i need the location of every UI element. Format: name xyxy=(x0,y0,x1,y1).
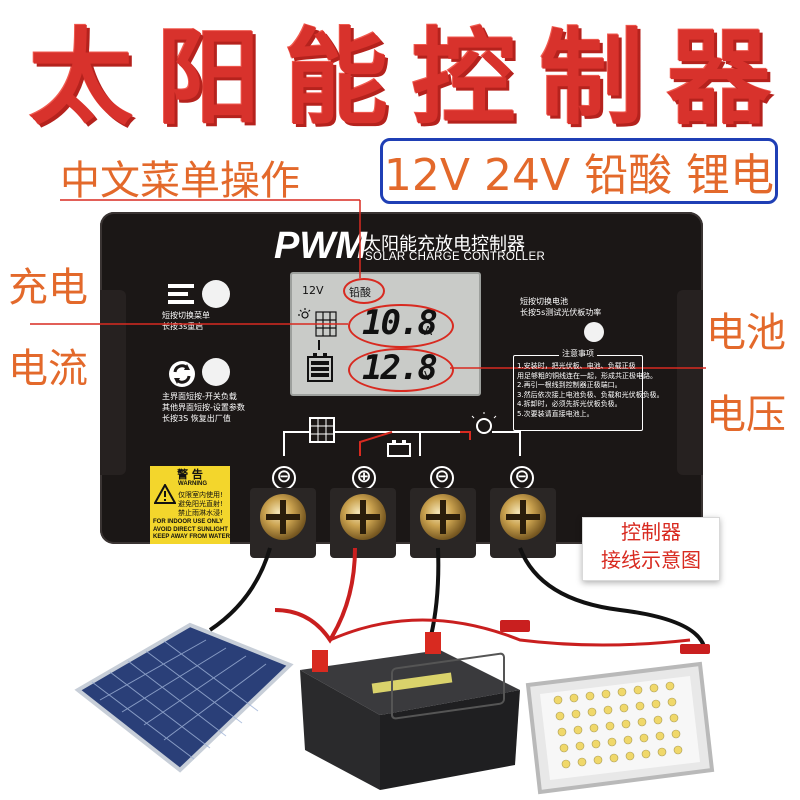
warning-lines-cn: 仅限室内使用! 避免阳光直射! 禁止雨淋水浸! xyxy=(178,491,223,517)
headline-char-6: 器 xyxy=(666,17,771,139)
controller-title-cn: 太阳能充放电控制器 xyxy=(363,234,525,255)
right-ear xyxy=(677,290,703,475)
battery-label-line1: 电池 xyxy=(706,310,786,356)
menu-button[interactable] xyxy=(202,280,230,308)
warning-title-en: WARNING xyxy=(178,481,207,487)
menu-lines-icon xyxy=(168,282,198,310)
alligator-clip-red-2 xyxy=(680,644,710,654)
solar-panel xyxy=(74,622,294,773)
version-text: 12V 24V 铅酸 锂电 xyxy=(383,150,775,201)
wire-battery-negative xyxy=(428,547,441,641)
lcd-arrow xyxy=(318,340,320,350)
warning-lines-en: FOR INDOOR USE ONLY AVOID DIRECT SUNLIGH… xyxy=(153,519,230,540)
headline-char-5: 制 xyxy=(539,17,644,139)
wire-load-positive xyxy=(329,618,691,647)
solar-panel-icon xyxy=(309,417,335,443)
voltage-highlight xyxy=(348,348,454,392)
notes-title: 注意事项 xyxy=(559,348,597,359)
load-button-hint: 主界面短按-开关负载 其他界面短按-设置参数 长按3S 恢复出厂值 xyxy=(162,392,245,423)
charging-label-line2: 电流 xyxy=(8,346,88,392)
lcd-battery-icon xyxy=(306,352,334,386)
left-ear xyxy=(100,290,126,475)
battery-button[interactable] xyxy=(584,322,604,342)
battery-type-highlight xyxy=(343,278,385,304)
terminal-screw-1[interactable] xyxy=(260,494,306,540)
battery xyxy=(300,632,520,790)
headline-char-3: 能 xyxy=(284,17,389,139)
headline-char-2: 阳 xyxy=(156,17,261,139)
notes-list: 1.安装时，把光伏板、电池、负载正极 用足够粗的铜线连在一起，形成共正极电路。 … xyxy=(517,362,664,418)
headline: 太 阳 能 控 制 器 xyxy=(20,18,780,138)
wire-load-negative xyxy=(518,547,707,651)
controller-title-en: SOLAR CHARGE CONTROLLER xyxy=(365,251,546,263)
battery-label-line2: 电压 xyxy=(706,392,786,438)
menu-button-hint: 短按切换菜单 长按3s重启 xyxy=(162,311,210,331)
terminal-screw-2[interactable] xyxy=(340,494,386,540)
version-box: 12V 24V 铅酸 锂电 xyxy=(380,138,778,204)
current-highlight xyxy=(348,304,454,348)
menu-operation-label: 中文菜单操作 xyxy=(60,158,300,204)
panel-wiring-diagram xyxy=(283,412,521,457)
load-button[interactable] xyxy=(202,358,230,386)
alligator-clip-red xyxy=(500,620,530,632)
pwm-brand: PWM xyxy=(274,225,367,267)
terminal-screw-3[interactable] xyxy=(420,494,466,540)
warning-title: 警 告 xyxy=(150,466,230,482)
headline-char-1: 太 xyxy=(28,17,133,139)
terminal-screw-4[interactable] xyxy=(500,494,546,540)
battery-icon xyxy=(387,440,411,457)
light-bulb-icon xyxy=(471,412,497,434)
refresh-icon xyxy=(168,360,196,392)
battery-button-hint: 短按切换电池 长按5s测试光伏板功率 xyxy=(520,297,602,317)
lcd-system-voltage: 12V xyxy=(302,284,324,297)
wire-solar-negative xyxy=(208,547,272,632)
warning-triangle-icon xyxy=(153,482,177,508)
headline-char-4: 控 xyxy=(411,17,516,139)
charging-label-line1: 充电 xyxy=(8,265,88,311)
wiring-diagram-label: 控制器 接线示意图 xyxy=(582,517,720,581)
